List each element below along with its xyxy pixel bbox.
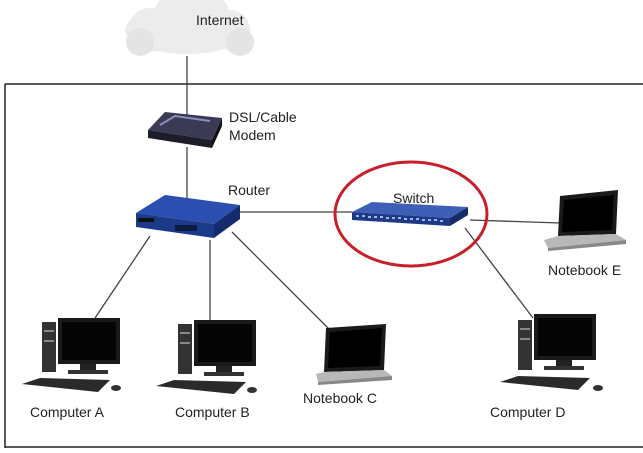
- computer-b-label: Computer B: [175, 404, 250, 420]
- computer-a-icon: [22, 318, 121, 392]
- modem-label: DSL/Cable Modem: [229, 109, 297, 143]
- switch-highlight: [333, 160, 489, 268]
- computer-d-icon: [500, 314, 603, 391]
- cloud-icon: [125, 0, 254, 56]
- switch-icon: [352, 202, 468, 226]
- router-icon: [136, 195, 240, 238]
- modem-icon: [148, 112, 222, 148]
- connection-lines: [94, 56, 561, 331]
- notebook-c-label: Notebook C: [303, 390, 377, 406]
- notebook-c-icon: [316, 324, 392, 385]
- computer-b-icon: [156, 320, 257, 394]
- router-label: Router: [228, 182, 271, 198]
- notebook-e-label: Notebook E: [548, 262, 622, 278]
- notebook-e-icon: [544, 190, 626, 251]
- link-router-computer-a: [94, 235, 151, 319]
- switch-label: Switch: [393, 190, 435, 206]
- internet-label: Internet: [196, 12, 244, 28]
- lan-boundary: [4, 83, 643, 448]
- link-switch-notebook-e: [469, 219, 561, 224]
- link-router-notebook-c: [231, 231, 331, 331]
- computer-d-label: Computer D: [490, 404, 566, 420]
- computer-a-label: Computer A: [30, 404, 104, 420]
